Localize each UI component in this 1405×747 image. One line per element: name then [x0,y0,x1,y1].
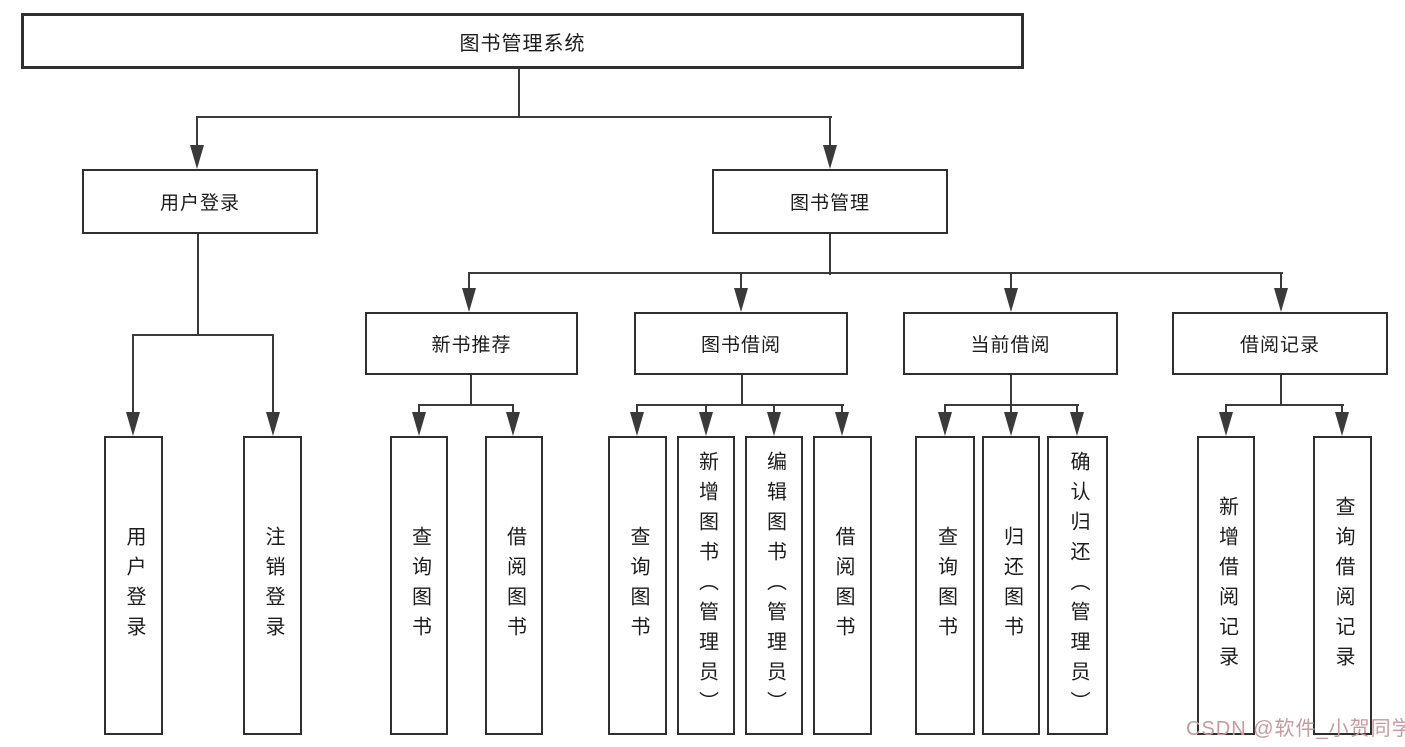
leaf-logout-login: 注销登录 [243,436,302,735]
connector-stem [1010,273,1012,291]
node-new-book-recommendation: 新书推荐 [365,312,578,375]
arrow-down-icon [1335,412,1349,436]
connector-user-login-drop [197,234,199,336]
leaf-label: 查询借阅记录 [1332,495,1354,676]
leaf-borrow-books-recommend: 借阅图书 [485,436,543,735]
leaf-label: 确认归还（管理员） [1067,450,1089,721]
arrow-down-icon [734,288,748,312]
connector-stem [1010,405,1012,415]
node-book-management: 图书管理 [712,169,948,234]
connector-stem [1225,405,1227,415]
connector-stem [944,405,946,415]
connector-stem [705,405,707,415]
leaf-label: 编辑图书（管理员） [763,450,786,721]
node-user-login: 用户登录 [82,169,318,234]
connector-stem [512,405,514,415]
connector-group-drop [741,375,743,406]
arrow-down-icon [630,412,644,436]
leaf-add-borrow-record: 新增借阅记录 [1197,436,1255,735]
connector-stem [740,273,742,291]
connector-stem [1341,405,1343,415]
leaf-add-books-admin: 新增图书（管理员） [677,436,735,735]
leaf-query-borrow-record: 查询借阅记录 [1313,436,1372,735]
node-book-borrowing: 图书借阅 [634,312,848,375]
leaf-query-books-current: 查询图书 [915,436,975,735]
leaf-label: 新增借阅记录 [1215,495,1238,676]
arrow-down-icon [835,412,849,436]
connector-book-mgmt-drop [829,234,831,275]
connector-stem [418,405,420,415]
connector-stem [841,405,843,415]
leaf-label: 用户登录 [123,525,145,646]
node-borrowing-records: 借阅记录 [1172,312,1388,375]
connector-user-login-branch [132,334,274,336]
connector-level2-branch [196,116,832,118]
arrow-down-icon [462,288,476,312]
connector-stem [1280,273,1282,291]
leaf-borrow-books-borrowing: 借阅图书 [813,436,872,735]
arrow-down-icon [506,412,520,436]
connector-stem [468,273,470,291]
arrow-down-icon [1070,412,1084,436]
leaf-return-books: 归还图书 [982,436,1040,735]
leaf-label: 归还图书 [1000,525,1023,646]
leaf-label: 查询图书 [934,525,957,646]
connector-stem [773,405,775,415]
node-current-borrowing: 当前借阅 [903,312,1118,375]
connector-stem [272,335,274,415]
connector-group-drop [470,375,472,406]
connector-stem [1076,405,1078,415]
node-library-system: 图书管理系统 [21,13,1024,69]
arrow-down-icon [1219,412,1233,436]
leaf-edit-books-admin: 编辑图书（管理员） [745,436,803,735]
arrow-down-icon [412,412,426,436]
connector-level3-branch [468,272,1283,274]
connector-root-drop [518,69,520,118]
arrow-down-icon [126,412,140,436]
leaf-label: 查询图书 [627,525,649,646]
arrow-down-icon [767,412,781,436]
connector-stem [132,335,134,415]
leaf-label: 注销登录 [262,525,284,646]
arrow-down-icon [1004,412,1018,436]
connector-stem [829,117,831,147]
csdn-watermark: CSDN @软件_小贺同学 [1186,718,1405,740]
arrow-down-icon [1274,288,1288,312]
connector-group-drop [1280,375,1282,406]
connector-group-branch [418,404,514,406]
leaf-user-login: 用户登录 [104,436,163,735]
connector-group-branch [1225,404,1344,406]
leaf-label: 新增图书（管理员） [695,450,718,721]
connector-group-branch [636,404,844,406]
connector-group-drop [1010,375,1012,406]
leaf-query-books-recommend: 查询图书 [390,436,448,735]
leaf-label: 借阅图书 [832,525,854,646]
connector-stem [196,117,198,147]
arrow-down-icon [699,412,713,436]
arrow-down-icon [1004,288,1018,312]
arrow-down-icon [190,145,204,169]
connector-stem [636,405,638,415]
leaf-label: 查询图书 [408,525,431,646]
leaf-confirm-return-admin: 确认归还（管理员） [1047,436,1108,735]
leaf-query-books-borrowing: 查询图书 [608,436,667,735]
arrow-down-icon [266,412,280,436]
leaf-label: 借阅图书 [503,525,526,646]
arrow-down-icon [938,412,952,436]
arrow-down-icon [823,145,837,169]
